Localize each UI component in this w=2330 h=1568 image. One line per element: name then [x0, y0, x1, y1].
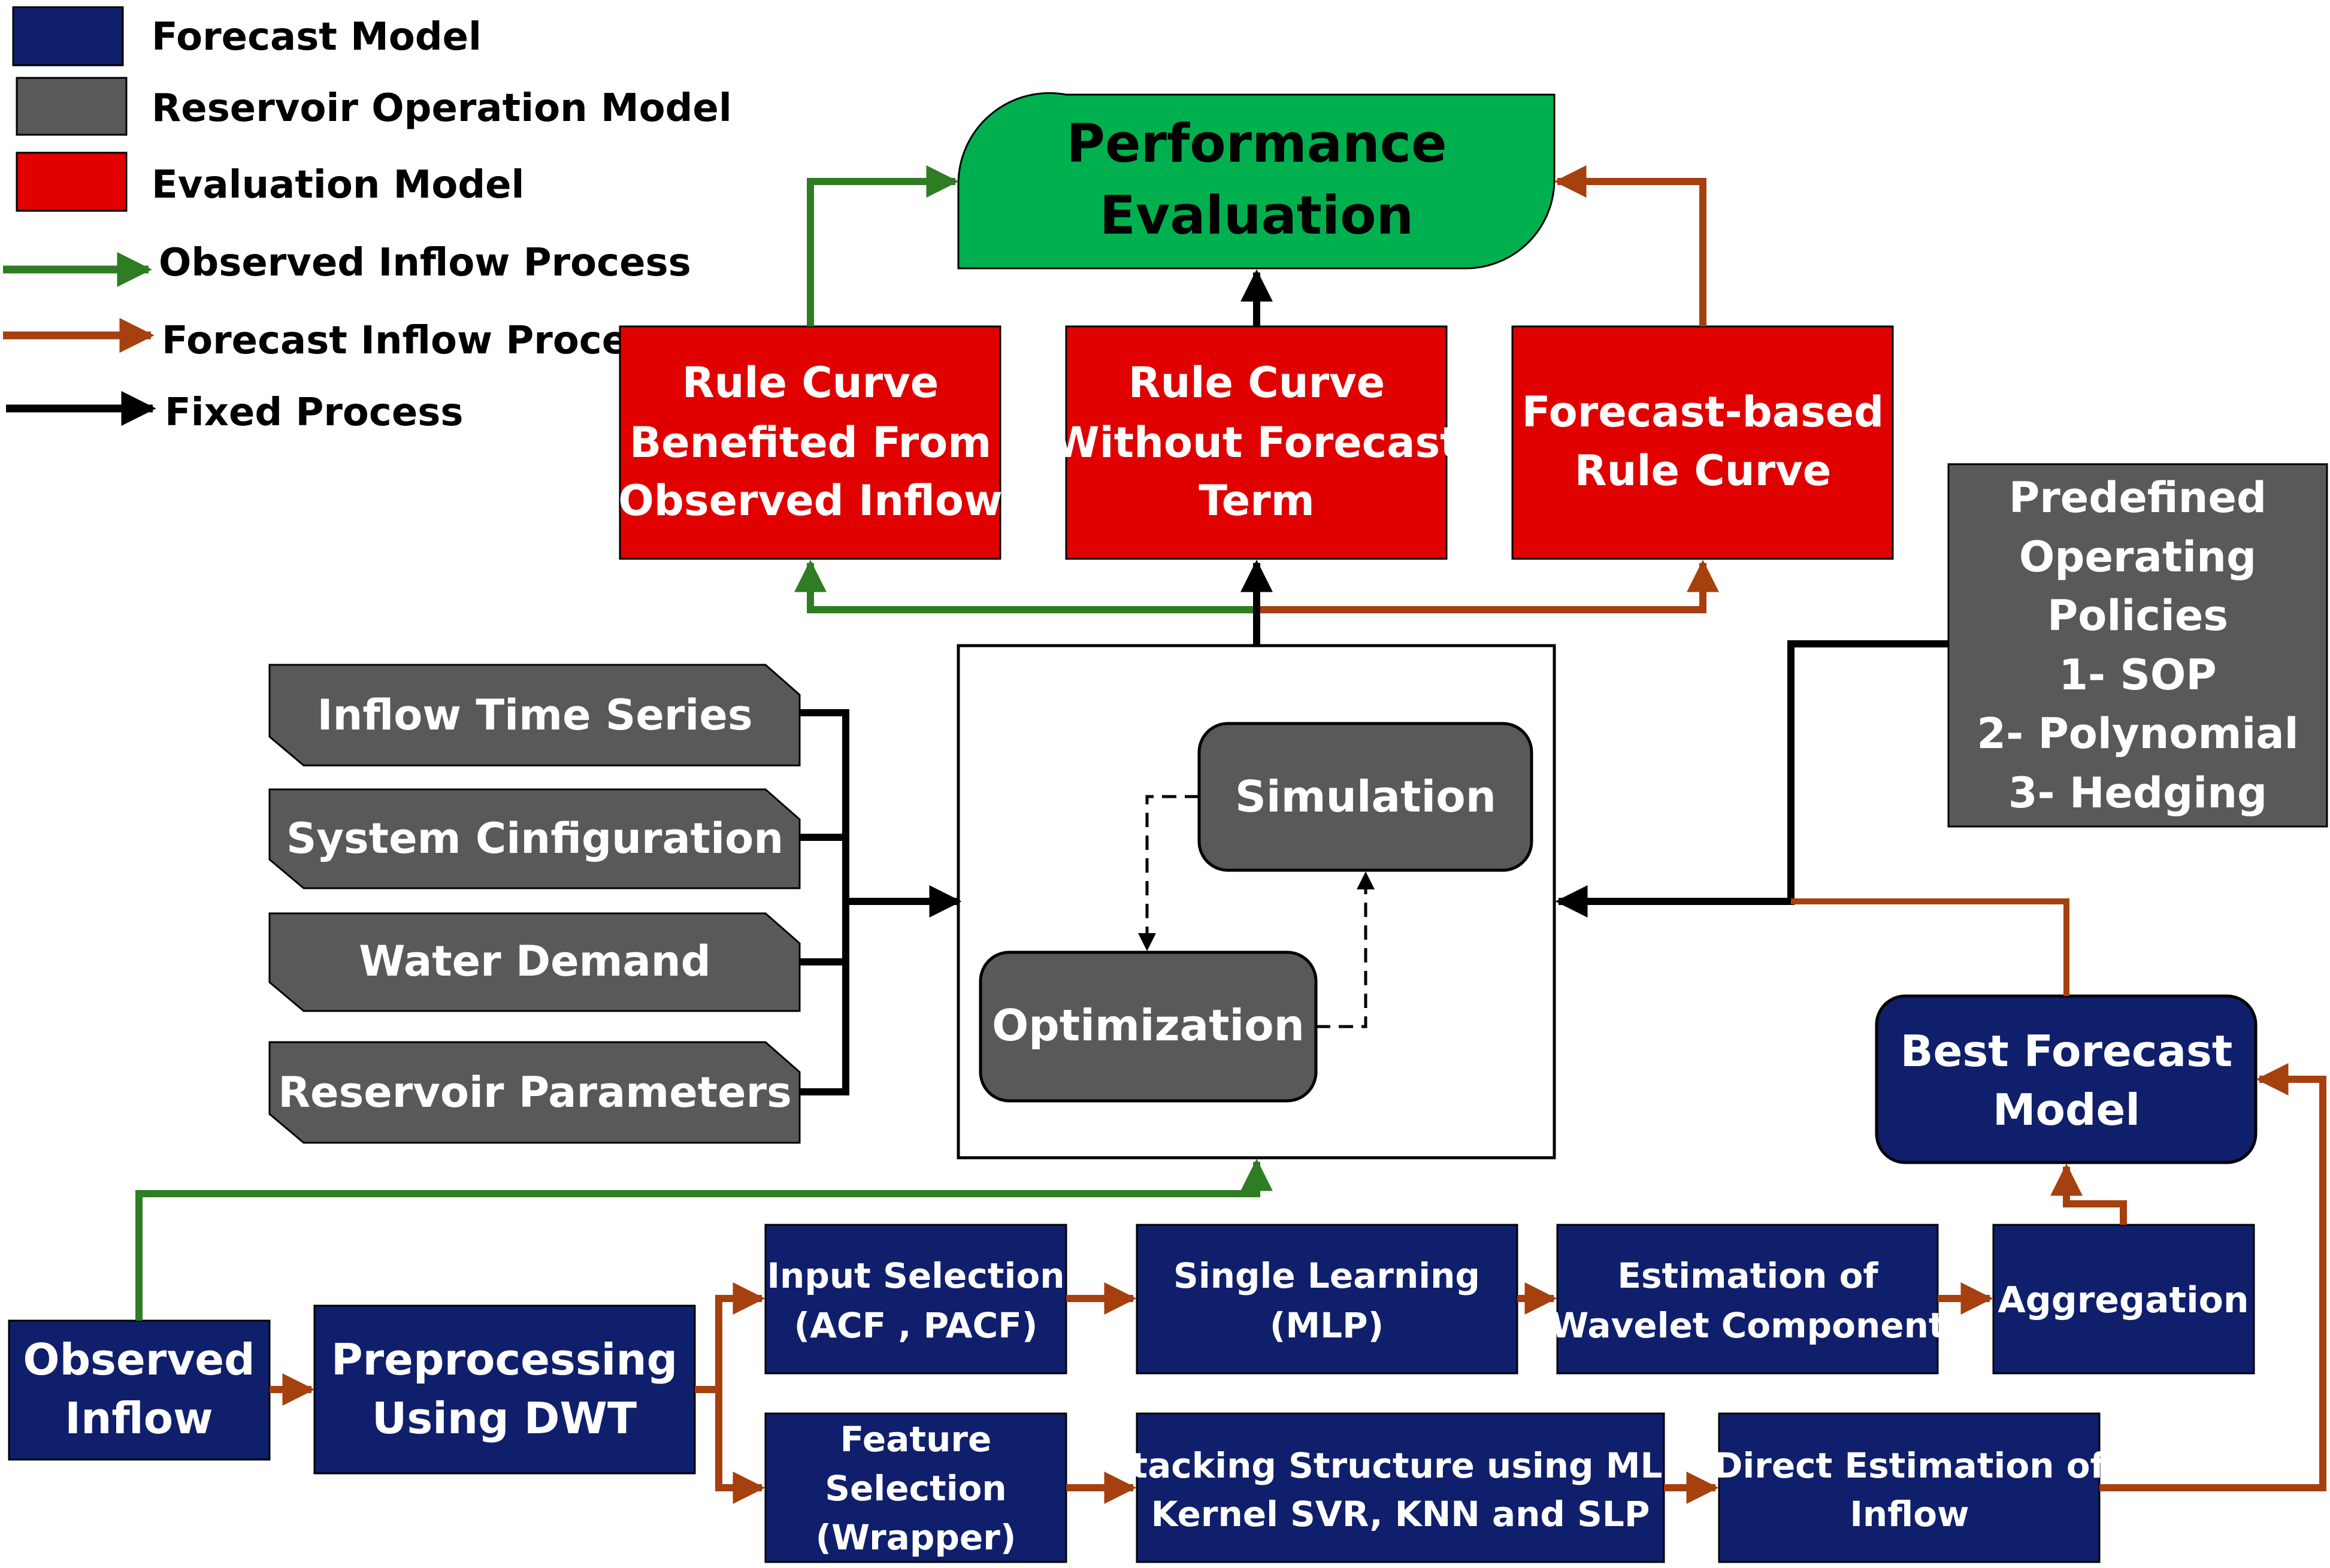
observed-inflow-text: Observed	[23, 1334, 255, 1385]
predefined-policies-text: 3- Hedging	[2008, 768, 2267, 818]
policies-to-reservoir-arrow	[1555, 640, 1948, 918]
rule-curve-without-forecast-text: Without Forecast	[1053, 418, 1460, 467]
optimization-to-simulation-dashed-arrow	[1316, 871, 1375, 1028]
predefined-policies-text: Policies	[2047, 591, 2228, 640]
stacking-structure-text: Kernel SVR, KNN and SLP	[1151, 1494, 1650, 1534]
stacking-structure-text: Stacking Structure using MLP,	[1106, 1445, 1695, 1486]
feature-selection-text: (Wrapper)	[816, 1517, 1016, 1558]
observed-rule-to-evaluation-arrow	[807, 165, 959, 326]
rule-curve-forecast-based-text: Rule Curve	[1575, 446, 1831, 495]
best-forecast-to-reservoir-line	[1791, 898, 2069, 996]
predefined-policies-text: 2- Polynomial	[1977, 709, 2298, 758]
preprocessing-box	[313, 1304, 696, 1475]
input-system-configuration-shape	[268, 788, 801, 889]
observed-inflow-box	[8, 1319, 271, 1461]
legend-fixed-label: Fixed Process	[165, 391, 463, 435]
rule-curve-observed-box	[619, 325, 1001, 560]
legend-evaluation-swatch	[16, 152, 128, 212]
best-forecast-model-box	[1875, 994, 2258, 1164]
legend-forecast-swatch	[12, 6, 124, 66]
input-selection-text: Input Selection	[767, 1255, 1064, 1296]
simulation-to-optimization-dashed-arrow	[1138, 795, 1199, 951]
wavelet-estimation-text: Wavelet Component	[1550, 1305, 1945, 1346]
observed-inflow-text: Inflow	[65, 1393, 213, 1443]
predefined-policies-box	[1947, 463, 2328, 828]
rule-curve-observed-text: Rule Curve	[682, 358, 939, 407]
rule-curve-observed-text: Benefited From	[630, 418, 991, 467]
input-inflow-time-series-shape	[268, 664, 801, 767]
direct-estimation-text: Inflow	[1850, 1494, 1969, 1534]
rule-curve-without-forecast-text: Rule Curve	[1128, 358, 1385, 407]
inputs-bracket	[800, 709, 849, 1095]
optimization-label: Optimization	[992, 1000, 1305, 1051]
input-selection-box	[764, 1224, 1067, 1375]
legend: Forecast Model Reservoir Operation Model…	[3, 6, 732, 435]
legend-observed-label: Observed Inflow Process	[159, 241, 691, 285]
legend-reservoir-label: Reservoir Operation Model	[152, 86, 732, 131]
direct-estimation-to-best-forecast-arrow	[2099, 1063, 2326, 1491]
stacking-structure-box	[1136, 1412, 1665, 1563]
observed-inflow-to-reservoir-arrow	[135, 1158, 1273, 1321]
aggregation-box	[1992, 1224, 2255, 1375]
legend-forecast-process-label: Forecast Inflow Process	[162, 319, 673, 363]
legend-reservoir-swatch	[16, 77, 128, 136]
direct-estimation-text: Direct Estimation of	[1714, 1445, 2105, 1486]
input-reservoir-parameters-shape	[268, 1041, 801, 1144]
legend-forecast-label: Forecast Model	[152, 15, 482, 59]
feature-selection-box	[764, 1412, 1067, 1563]
performance-evaluation-title: Performance	[1066, 113, 1447, 174]
preprocessing-text: Preprocessing	[331, 1334, 677, 1385]
simulation-label: Simulation	[1235, 771, 1496, 822]
single-learning-text: Single Learning	[1173, 1255, 1480, 1296]
input-reservoir-parameters-label: Reservoir Parameters	[278, 1068, 792, 1117]
feature-selection-text: Selection	[825, 1468, 1006, 1509]
preprocessing-text: Using DWT	[372, 1393, 637, 1443]
rule-curve-forecast-based-text: Forecast-based	[1522, 388, 1884, 437]
rule-curve-forecast-based-box	[1511, 325, 1894, 560]
performance-evaluation-title: Evaluation	[1100, 184, 1414, 246]
input-water-demand-label: Water Demand	[359, 937, 710, 986]
preprocessing-to-input-selection-arrow	[715, 1282, 765, 1390]
input-water-demand-shape	[268, 912, 801, 1012]
rule-curve-observed-text: Observed Inflow	[618, 476, 1002, 525]
predefined-policies-text: 1- SOP	[2059, 650, 2216, 700]
single-learning-text: (MLP)	[1270, 1305, 1384, 1346]
wavelet-estimation-box	[1556, 1224, 1939, 1375]
predefined-policies-text: Predefined	[2009, 473, 2267, 522]
forecast-rule-to-evaluation-arrow	[1554, 165, 1706, 326]
predefined-policies-text: Operating	[2019, 532, 2256, 582]
wavelet-estimation-text: Estimation of	[1617, 1255, 1878, 1296]
single-learning-box	[1136, 1224, 1518, 1375]
reservoir-to-observed-rule-arrow	[794, 559, 1257, 613]
aggregation-to-best-forecast-arrow	[2050, 1163, 2127, 1225]
legend-evaluation-label: Evaluation Model	[152, 163, 524, 207]
preprocessing-to-feature-selection-arrow	[715, 1390, 765, 1504]
input-system-configuration-label: System Cinfiguration	[286, 814, 783, 863]
best-forecast-model-text: Model	[1993, 1085, 2140, 1135]
aggregation-text: Aggregation	[1998, 1279, 2249, 1321]
rule-curve-without-forecast-text: Term	[1199, 476, 1314, 525]
input-selection-text: (ACF , PACF)	[794, 1305, 1038, 1346]
direct-estimation-box	[1718, 1412, 2101, 1563]
feature-selection-text: Feature	[840, 1419, 992, 1460]
reservoir-to-forecast-rule-arrow	[1257, 559, 1719, 613]
best-forecast-model-text: Best Forecast	[1901, 1026, 2233, 1076]
input-inflow-time-series-label: Inflow Time Series	[317, 691, 753, 740]
